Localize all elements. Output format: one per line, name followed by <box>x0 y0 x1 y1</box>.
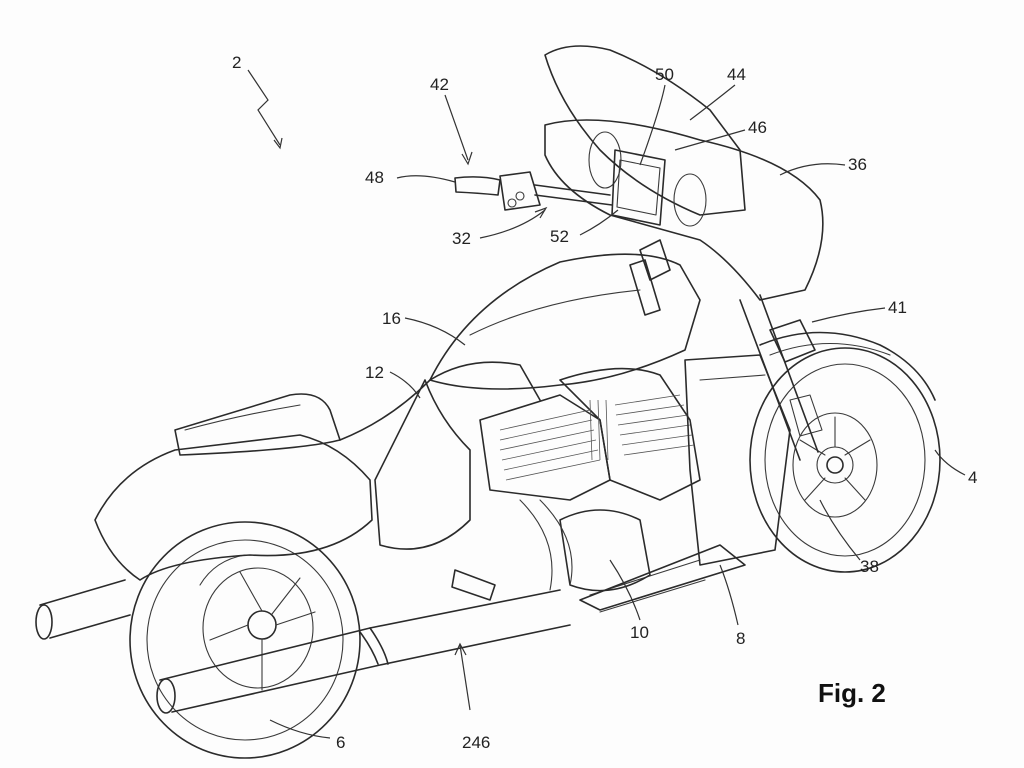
label-2: 2 <box>232 53 241 72</box>
figure-title: Fig. 2 <box>818 678 886 708</box>
exhaust-system <box>36 560 705 713</box>
handlebar-left <box>455 172 612 210</box>
rear-wheel <box>130 522 360 758</box>
front-wheel <box>750 333 940 573</box>
label-32: 32 <box>452 229 471 248</box>
label-48: 48 <box>365 168 384 187</box>
label-8: 8 <box>736 629 745 648</box>
label-50: 50 <box>655 65 674 84</box>
label-42: 42 <box>430 75 449 94</box>
display-screen <box>612 150 665 225</box>
label-41: 41 <box>888 298 907 317</box>
label-44: 44 <box>727 65 746 84</box>
handlebar-right <box>630 240 670 315</box>
label-4: 4 <box>968 468 977 487</box>
label-36: 36 <box>848 155 867 174</box>
reference-numerals: 2 42 50 44 46 36 48 32 52 16 41 12 4 38 … <box>232 53 977 752</box>
label-10: 10 <box>630 623 649 642</box>
label-6: 6 <box>336 733 345 752</box>
label-246: 246 <box>462 733 490 752</box>
lower-fairing <box>580 355 790 610</box>
label-52: 52 <box>550 227 569 246</box>
label-16: 16 <box>382 309 401 328</box>
rear-bodywork <box>95 362 540 580</box>
engine <box>452 369 700 600</box>
label-46: 46 <box>748 118 767 137</box>
label-12: 12 <box>365 363 384 382</box>
side-cover <box>375 380 470 549</box>
label-38: 38 <box>860 557 879 576</box>
